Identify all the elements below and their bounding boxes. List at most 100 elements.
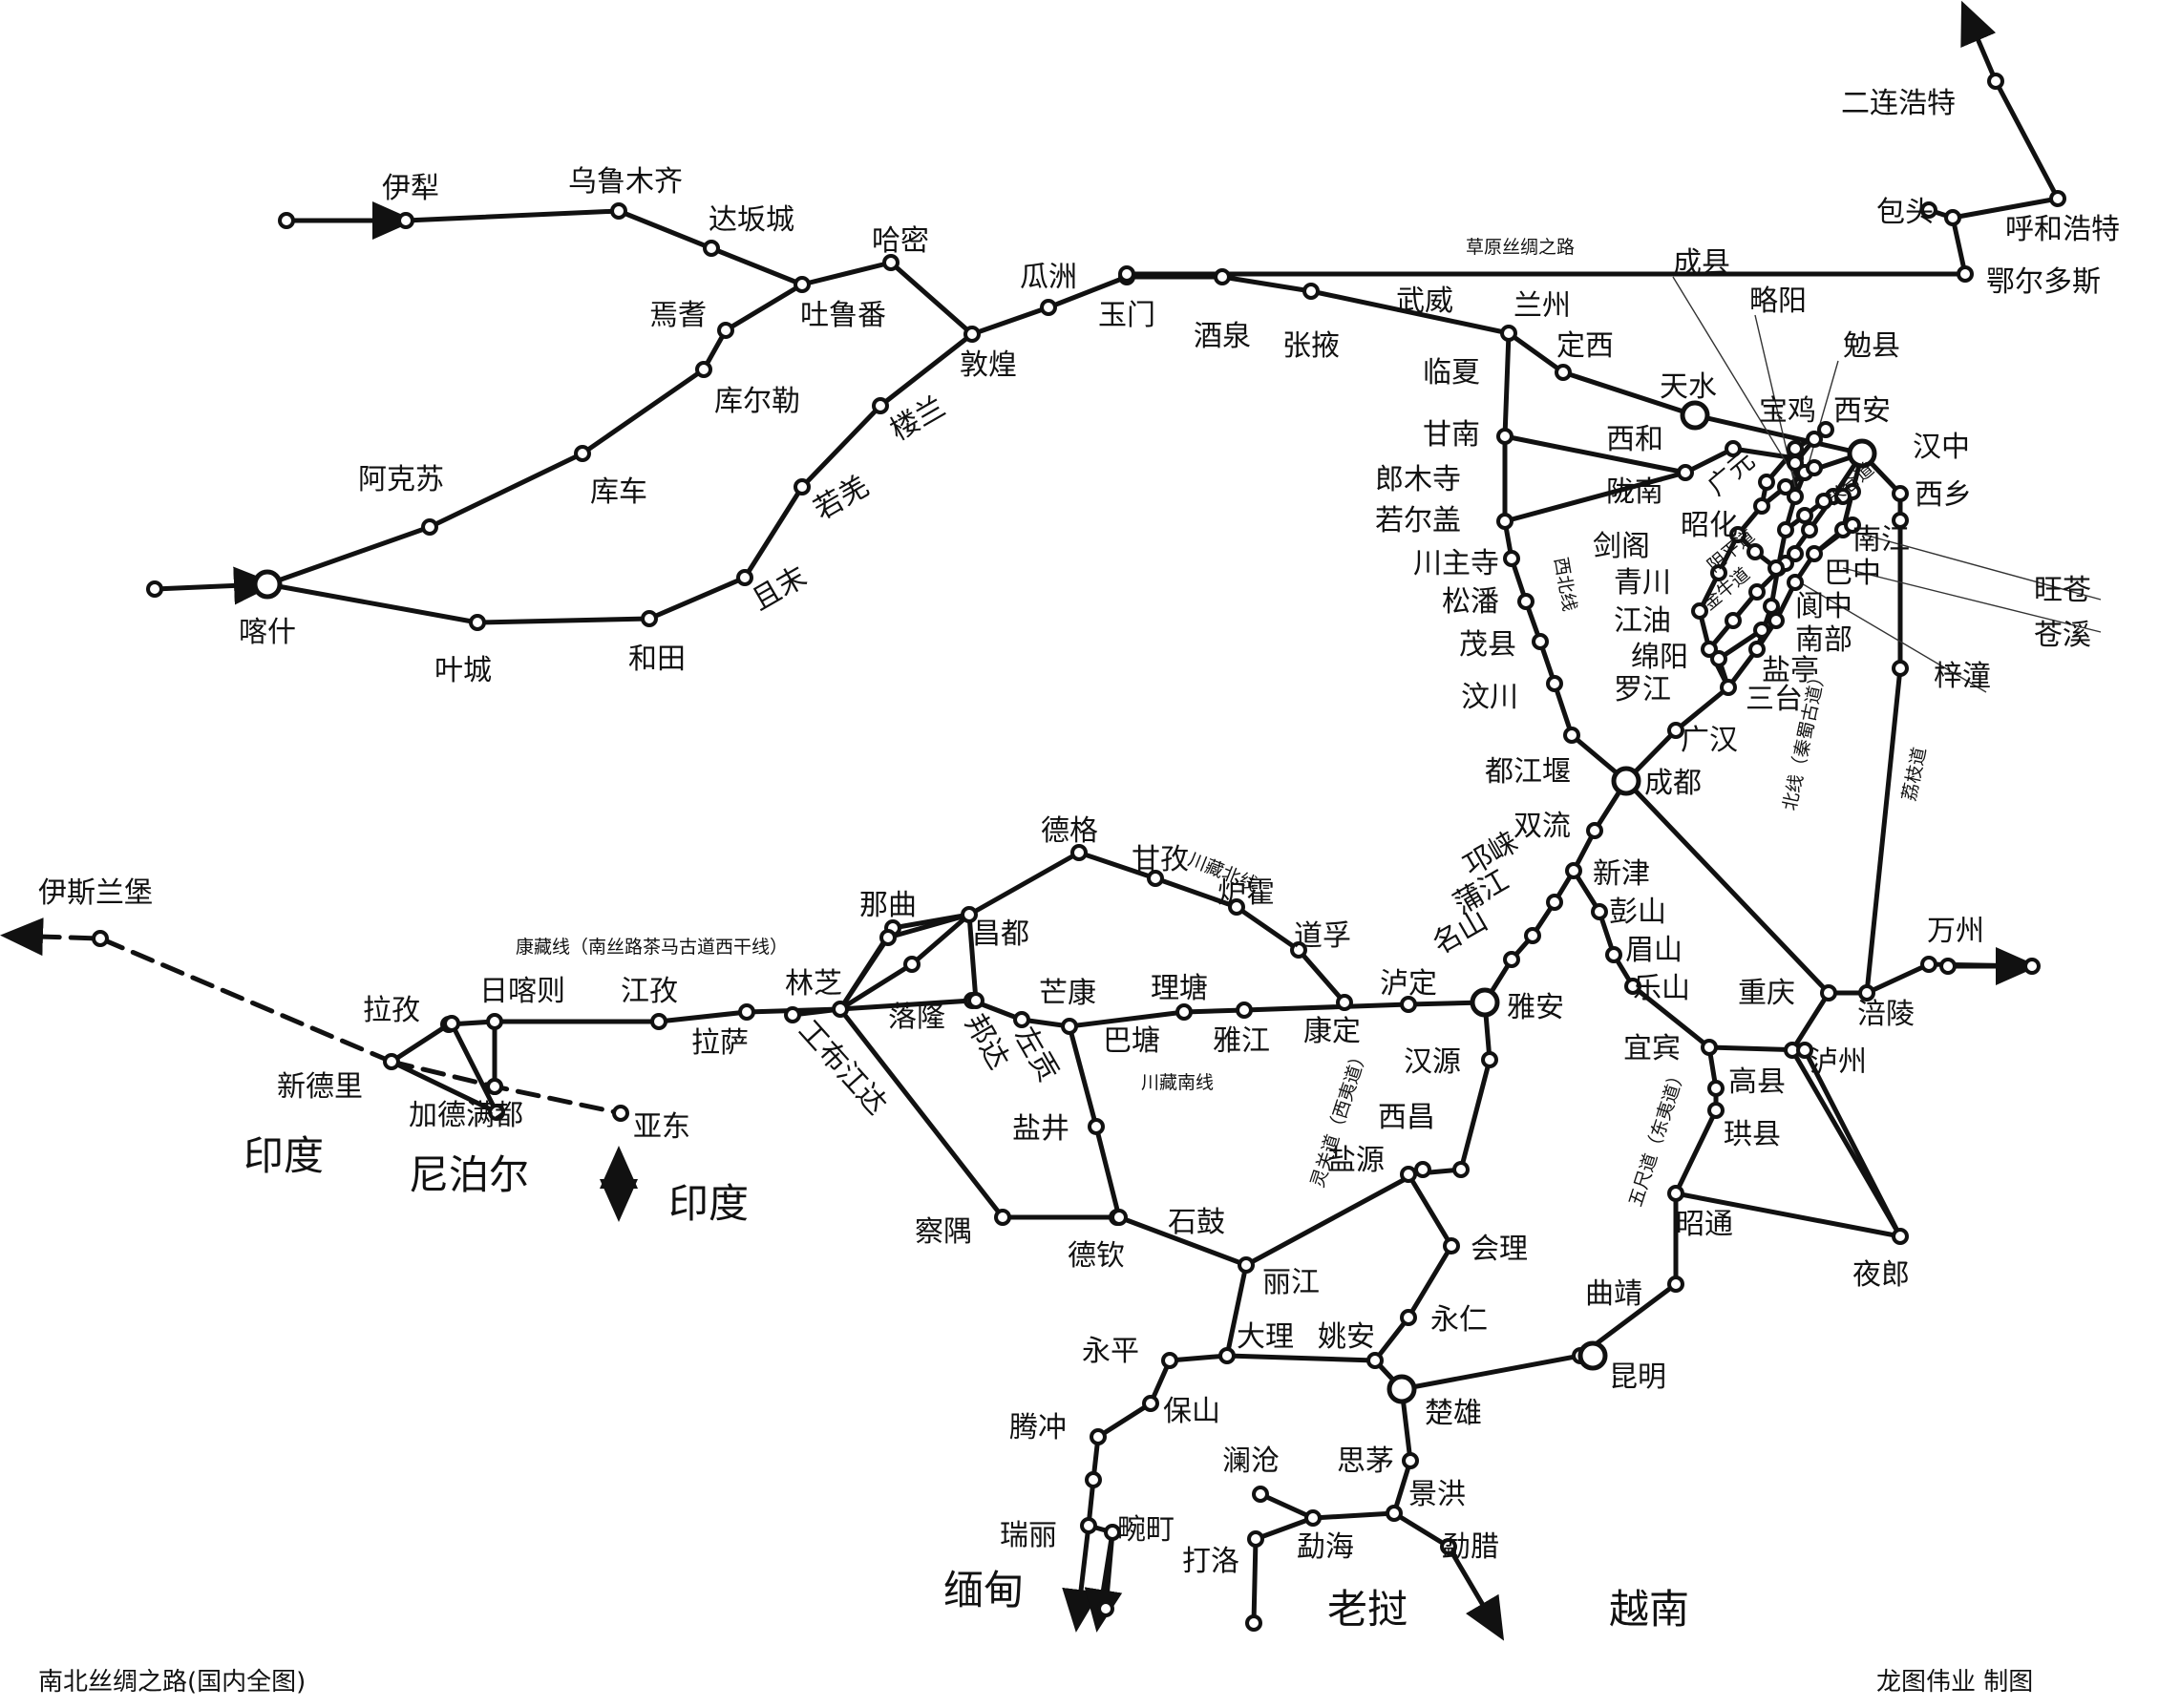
city-gannan: 甘南: [1423, 418, 1480, 452]
city-huili: 会理: [1471, 1233, 1528, 1266]
route-xinjin-leshan: [1571, 868, 1719, 1359]
stop-marker: [1748, 583, 1766, 601]
stop-marker: [1796, 1042, 1813, 1059]
city-wangcang: 旺苍: [2034, 574, 2091, 607]
city-ruili: 瑞丽: [1000, 1519, 1057, 1552]
stop-marker: [1440, 1538, 1457, 1555]
stop-marker: [1920, 956, 1937, 973]
city-zhaotong: 昭通: [1676, 1208, 1733, 1241]
city-luzhou: 泸州: [1810, 1045, 1867, 1079]
city-xixiang: 西乡: [1915, 478, 1972, 512]
stop-marker: [1920, 201, 1937, 219]
stop-marker: [1503, 550, 1520, 567]
city-baoshan: 保山: [1163, 1395, 1220, 1428]
stop-marker: [1820, 984, 1837, 1002]
city-yumen: 玉门: [1098, 299, 1155, 332]
stop-marker: [1667, 1276, 1684, 1293]
stop-marker: [486, 1078, 503, 1095]
stop-marker: [1400, 996, 1417, 1013]
stop-marker: [1524, 927, 1541, 944]
routes: [0, 0, 2061, 1641]
city-lanzhou: 兰州: [1513, 289, 1571, 323]
route-tarim-north: [265, 282, 805, 587]
stop-marker: [1787, 488, 1804, 505]
stop-marker: [1366, 1352, 1384, 1369]
stop-marker: [650, 1013, 667, 1030]
stop-marker: [1806, 545, 1823, 562]
route-label-grassland: 草原丝绸之路: [1466, 237, 1575, 258]
stop-marker: [794, 478, 811, 496]
city-kangding: 康定: [1303, 1015, 1361, 1048]
city-yili: 伊犁: [382, 172, 439, 205]
city-zayu: 察隅: [915, 1215, 972, 1249]
country-india-west: 印度: [243, 1132, 324, 1179]
city-hanzhong: 汉中: [1913, 431, 1970, 464]
city-guanghan: 广汉: [1681, 724, 1738, 757]
city-santai: 三台: [1746, 683, 1803, 716]
city-mingshan: 名山: [1428, 904, 1493, 961]
city-lancang: 澜沧: [1222, 1444, 1280, 1478]
city-nanjiang: 南江: [1852, 523, 1910, 557]
city-korla: 库尔勒: [714, 385, 800, 418]
stop-marker: [488, 1104, 505, 1121]
route-label-lizhi: 荔枝道: [1898, 746, 1930, 803]
city-songpan: 松潘: [1442, 585, 1499, 619]
city-yajiang: 雅江: [1213, 1024, 1270, 1058]
stop-marker: [1147, 870, 1164, 887]
stop-marker: [1040, 299, 1057, 316]
stop-marker: [1443, 1237, 1460, 1255]
stop-marker: [1302, 283, 1320, 300]
city-hohhot: 呼和浩特: [2005, 213, 2120, 246]
stop-marker: [1806, 459, 1823, 476]
city-gongxian: 珙县: [1724, 1118, 1781, 1151]
route-label-chuanzang-south: 川藏南线: [1141, 1072, 1214, 1093]
stop-marker: [1787, 454, 1804, 472]
city-lazi: 拉孜: [363, 994, 420, 1027]
leader-lines: [1672, 276, 2102, 693]
city-markam: 芒康: [1039, 977, 1096, 1010]
stop-marker: [1555, 364, 1572, 381]
stop-marker: [1815, 493, 1832, 510]
stop-marker: [1701, 641, 1718, 658]
city-meishan: 眉山: [1625, 934, 1683, 967]
country-vietnam: 越南: [1609, 1586, 1689, 1633]
stop-marker: [574, 445, 591, 462]
city-dabancheng: 达坂城: [709, 203, 794, 237]
stop-marker: [794, 276, 811, 293]
city-qingchuan: 青川: [1614, 566, 1671, 600]
stop-marker: [1563, 727, 1580, 744]
stop-marker: [1236, 1002, 1253, 1019]
stop-marker: [1817, 421, 1834, 438]
stop-marker: [1070, 844, 1088, 861]
stop-marker: [1336, 994, 1353, 1011]
city-xihe: 西和: [1606, 423, 1663, 456]
stop-marker: [1097, 1600, 1114, 1617]
stop-marker: [1245, 1614, 1262, 1632]
stop-marker: [1987, 73, 2004, 90]
stop-marker: [1787, 440, 1804, 457]
stop-marker: [1111, 1209, 1128, 1226]
stop-marker: [1787, 574, 1804, 591]
stop-marker: [903, 956, 921, 973]
stop-marker: [1496, 428, 1513, 445]
city-dunhuang: 敦煌: [960, 348, 1017, 382]
stop-marker: [1725, 440, 1742, 457]
city-tengchong: 腾冲: [1009, 1411, 1067, 1444]
stop-marker: [1565, 862, 1582, 879]
route-label-kangzang: 康藏线（南丝路茶马古道西干线）: [516, 937, 788, 958]
stop-marker: [1400, 1166, 1417, 1183]
city-litang: 理塘: [1151, 972, 1208, 1005]
city-guazhou: 瓜洲: [1020, 261, 1077, 294]
stop-marker: [1061, 1018, 1078, 1035]
stop-marker: [1238, 1256, 1255, 1274]
city-lueyang: 略阳: [1749, 285, 1807, 318]
stop-marker: [1400, 1309, 1417, 1326]
city-jiangyou: 江油: [1614, 604, 1671, 638]
city-langzhong: 阆中: [1795, 590, 1852, 623]
stop-marker: [961, 906, 978, 923]
stop-marker: [1844, 517, 1861, 534]
stop-marker: [1414, 1161, 1431, 1178]
city-mianxian: 勉县: [1843, 329, 1900, 363]
stop-marker: [1892, 485, 1909, 502]
